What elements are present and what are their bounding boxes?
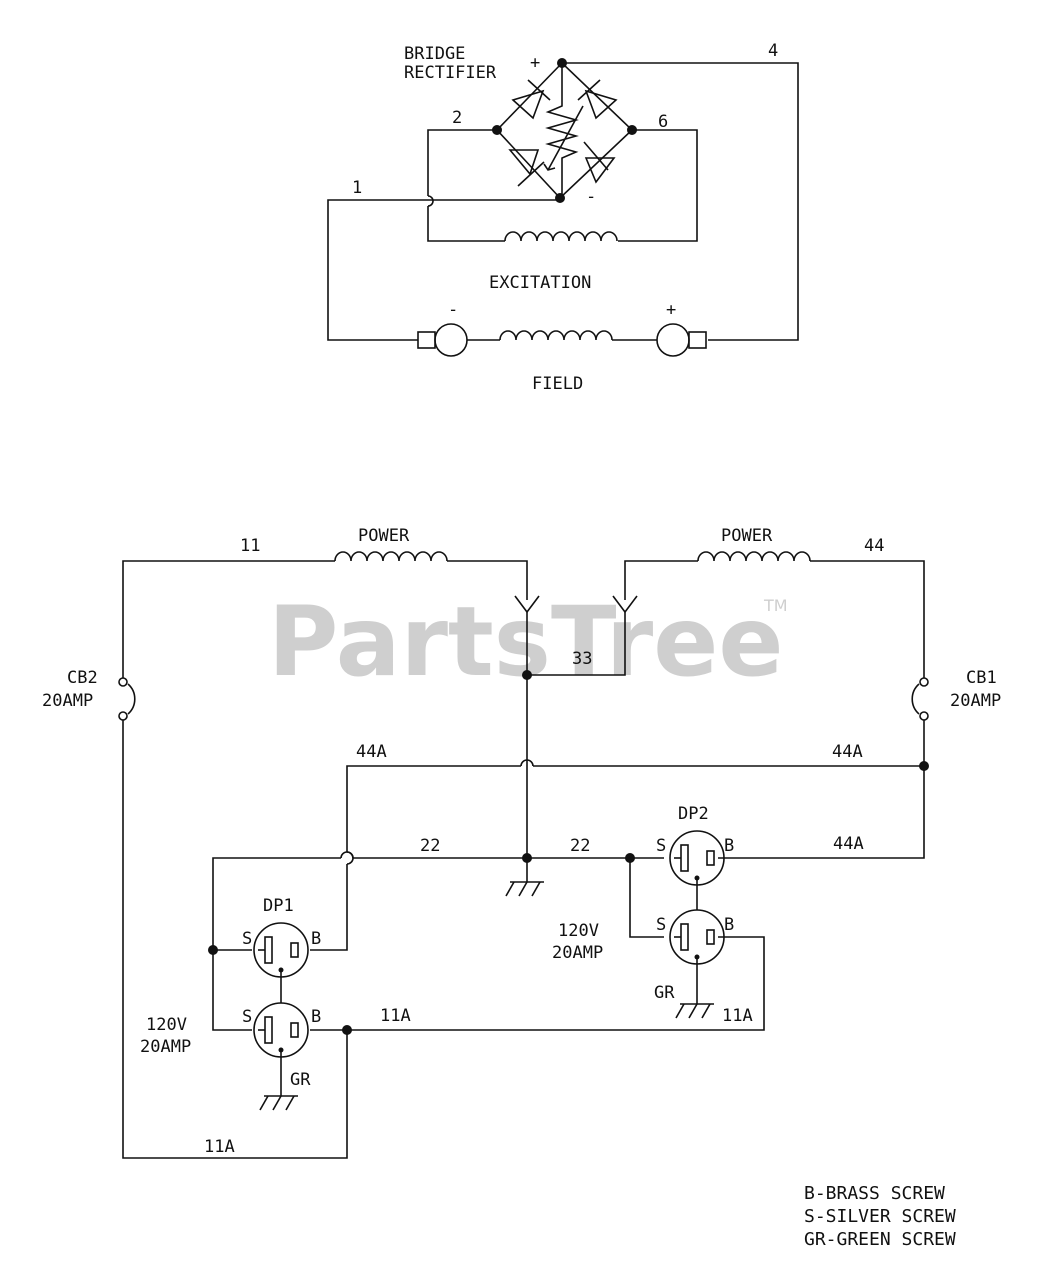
cb2-label: CB2 xyxy=(67,668,98,688)
field-minus-label: - xyxy=(448,300,458,320)
receptacle-dp1 xyxy=(253,922,309,1096)
excitation-coil xyxy=(504,231,618,242)
wire-11a-bottom xyxy=(122,720,348,1159)
wire-6-label: 6 xyxy=(658,112,668,132)
field-coil xyxy=(499,330,613,341)
receptacle-dp2 xyxy=(669,830,725,1004)
wire-11a xyxy=(310,936,765,1031)
legend-silver: S-SILVER SCREW xyxy=(804,1206,956,1227)
wire-2-label: 2 xyxy=(452,108,462,128)
slip-ring-right xyxy=(656,323,690,357)
rating-right-voltage: 120V xyxy=(558,921,599,941)
legend-brass: B-BRASS SCREW xyxy=(804,1183,945,1204)
wire-33-label: 33 xyxy=(572,649,592,669)
circuit-breaker-cb2 xyxy=(118,677,136,721)
dp2-label: DP2 xyxy=(678,804,709,824)
circuit-breaker-cb1 xyxy=(911,677,929,721)
cb1-rating: 20AMP xyxy=(950,691,1001,711)
cb2-rating: 20AMP xyxy=(42,691,93,711)
watermark-trademark: TM xyxy=(763,596,788,615)
wire-22-left-label: 22 xyxy=(420,836,440,856)
dp1-s-label: S xyxy=(242,929,252,949)
ground-symbol-right xyxy=(675,1003,714,1019)
brush-left xyxy=(417,331,436,349)
rating-right-amps: 20AMP xyxy=(552,943,603,963)
wire-11a-bottom-label: 11A xyxy=(204,1137,235,1157)
wire-11 xyxy=(122,560,335,678)
excitation-label: EXCITATION xyxy=(489,273,591,293)
bridge-rectifier xyxy=(495,61,634,200)
wire-11a-right-label: 11A xyxy=(722,1006,753,1026)
dp1-b-label: B xyxy=(311,929,321,949)
wire-1-label: 1 xyxy=(352,178,362,198)
power-left-label: POWER xyxy=(358,526,410,546)
rating-left-voltage: 120V xyxy=(146,1015,187,1035)
wire-44-label: 44 xyxy=(864,536,884,556)
power-coil-left xyxy=(334,551,448,562)
rating-left-amps: 20AMP xyxy=(140,1037,191,1057)
dp1-lower-b-label: B xyxy=(311,1007,321,1027)
wire-44a-dp2-label: 44A xyxy=(833,834,864,854)
bridge-label-line1: BRIDGE xyxy=(404,44,465,64)
bridge-plus-label: + xyxy=(530,53,540,73)
dp1-label: DP1 xyxy=(263,896,294,916)
wire-44a-right-label: 44A xyxy=(832,742,863,762)
wire-4-label: 4 xyxy=(768,41,778,61)
legend-green: GR-GREEN SCREW xyxy=(804,1229,956,1250)
dp2-b-label: B xyxy=(724,836,734,856)
bridge-label-line2: RECTIFIER xyxy=(404,63,497,83)
wire-11-label: 11 xyxy=(240,536,260,556)
wire-2 xyxy=(427,129,497,196)
dp2-lower-s-label: S xyxy=(656,915,666,935)
wire-11a-mid-label: 11A xyxy=(380,1006,411,1026)
dp1-lower-s-label: S xyxy=(242,1007,252,1027)
field-label: FIELD xyxy=(532,374,583,394)
watermark: PartsTree xyxy=(268,586,783,698)
slip-ring-left xyxy=(434,323,468,357)
dp2-s-label: S xyxy=(656,836,666,856)
cb1-label: CB1 xyxy=(966,668,997,688)
wire-6 xyxy=(618,129,698,242)
ground-symbol-left xyxy=(259,1095,298,1111)
wire-1 xyxy=(327,199,560,341)
wire-4 xyxy=(562,62,799,341)
brush-right xyxy=(688,331,707,349)
wire-22-right-label: 22 xyxy=(570,836,590,856)
gr-left-label: GR xyxy=(290,1070,311,1090)
power-coil-right xyxy=(697,551,811,562)
wire-44a-left-label: 44A xyxy=(356,742,387,762)
bridge-minus-label: - xyxy=(586,187,596,207)
power-right-label: POWER xyxy=(721,526,773,546)
field-plus-label: + xyxy=(666,300,676,320)
wire-44 xyxy=(810,560,925,678)
wire-44a-dp2 xyxy=(718,766,925,859)
gr-right-label: GR xyxy=(654,983,675,1003)
dp2-lower-b-label: B xyxy=(724,915,734,935)
ground-symbol-center xyxy=(505,881,544,897)
